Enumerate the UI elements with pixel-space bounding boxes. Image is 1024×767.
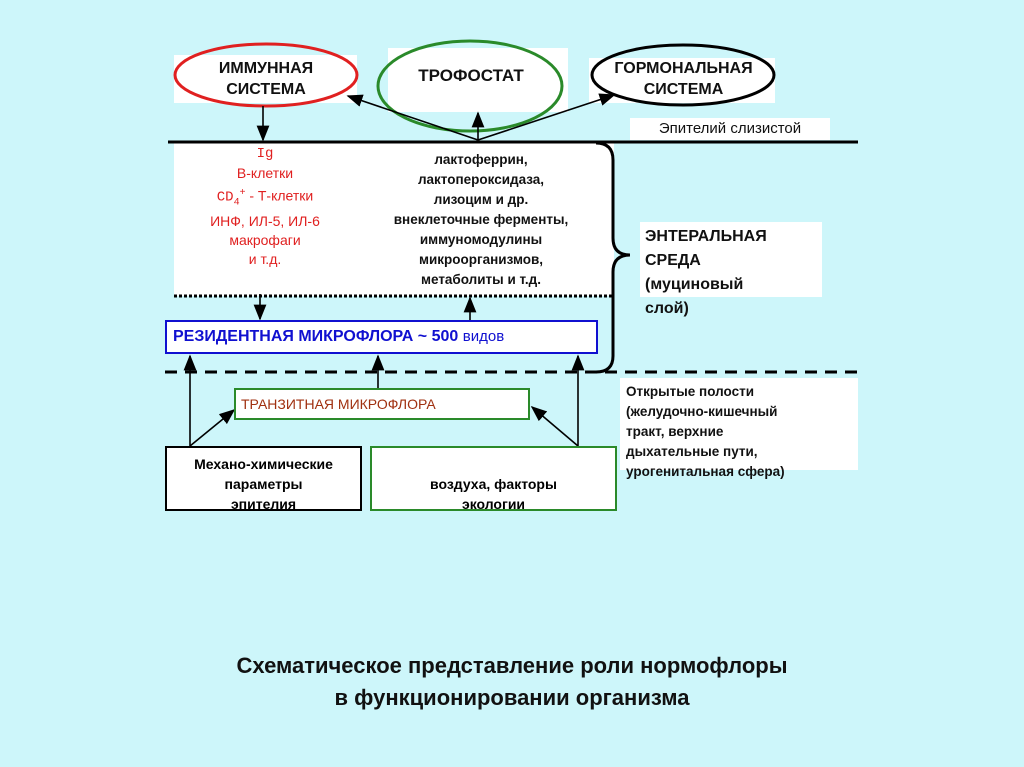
cd-sup: + [239,187,246,198]
ig-text: Ig [256,146,274,162]
open-cavities-label: Открытые полости (желудочно-кишечный тра… [626,382,858,482]
enteral-area [174,143,614,296]
cd-text: CD [216,189,234,206]
enteral-bg [640,222,822,297]
resident-suffix: видов [462,328,505,345]
cavities-line: Открытые полости [626,384,754,399]
caption-line-2: в функционировании организма [334,685,690,710]
substances-list: лактоферрин, лактопероксидаза, лизоцим и… [370,150,592,290]
hormonal-line-1: ГОРМОНАЛЬНАЯ [614,60,753,77]
enteral-label: ЭНТЕРАЛЬНАЯ СРЕДА (муциновый слой) [645,225,825,321]
immune-ellipse [173,42,359,108]
trophostat-ellipse [376,39,564,133]
hormonal-system-node: ГОРМОНАЛЬНАЯ СИСТЕМА [592,58,775,100]
air-ecology-box: воздуха, факторы экологии [370,446,617,512]
substance: лактопероксидаза, [417,172,545,187]
caption: Схематическое представление роли нормофл… [0,650,1024,714]
mechano-line: параметры [224,476,303,492]
brace [595,141,631,374]
enteral-line: СРЕДА [645,252,701,269]
cavities-line: урогенитальная сфера) [626,464,785,479]
substance: лактоферрин, [434,152,528,167]
enteral-line: слой) [645,300,689,317]
mechano-line: эпителия [230,496,297,512]
cavities-line: дыхательные пути, [626,444,758,459]
cavities-line: (желудочно-кишечный [626,404,778,419]
substance: внеклеточные ферменты, [393,212,569,227]
substance: лизоцим и др. [433,192,529,207]
trophostat-node: ТРОФОСТАТ [418,66,524,85]
b-cells-text: В-клетки [236,165,294,181]
cd-sub: 4 [233,197,240,209]
cytokines-text: ИНФ, ИЛ-5, ИЛ-6 [210,213,320,230]
enteral-line: (муциновый [645,276,744,293]
substance: микроорганизмов, [418,252,544,267]
trophostat-bg [388,48,568,112]
enteral-line: ЭНТЕРАЛЬНАЯ [645,228,767,245]
mechano-line: Механо-химические [194,456,333,472]
immune-bg [174,55,357,103]
caption-line-1: Схематическое представление роли нормофл… [236,653,788,678]
t-cells-text: CD4+ - Т-клетки [180,183,350,212]
resident-label: РЕЗИДЕНТНАЯ МИКРОФЛОРА ~ 500 [173,328,459,345]
resident-microflora-box: РЕЗИДЕНТНАЯ МИКРОФЛОРА ~ 500 видов [165,320,598,354]
mechano-chemical-box: Механо-химические параметры эпителия [165,446,362,512]
air-line: экологии [461,496,526,512]
etc-text: и т.д. [248,251,282,268]
immune-system-node: ИММУННАЯ СИСТЕМА [175,58,357,100]
immune-line-2: СИСТЕМА [226,81,306,98]
hormonal-ellipse [590,43,776,107]
epithelium-bg [630,118,830,140]
transit-microflora-box: ТРАНЗИТНАЯ МИКРОФЛОРА [234,388,530,420]
arrows [183,93,616,447]
air-line: воздуха, факторы [430,476,557,492]
epithelium-label: Эпителий слизистой [658,120,802,137]
substance: метаболиты и т.д. [421,272,541,287]
cavities-bg [620,378,858,470]
cavities-line: тракт, верхние [626,424,724,439]
immune-factors: Ig В-клетки CD4+ - Т-клетки ИНФ, ИЛ-5, И… [180,145,350,269]
t-cells-label: - Т-клетки [245,187,314,204]
substance: иммуномодулины [419,232,543,247]
immune-line-1: ИММУННАЯ [218,60,314,77]
macrophages-text: макрофаги [229,232,301,249]
hormonal-line-2: СИСТЕМА [643,81,724,98]
